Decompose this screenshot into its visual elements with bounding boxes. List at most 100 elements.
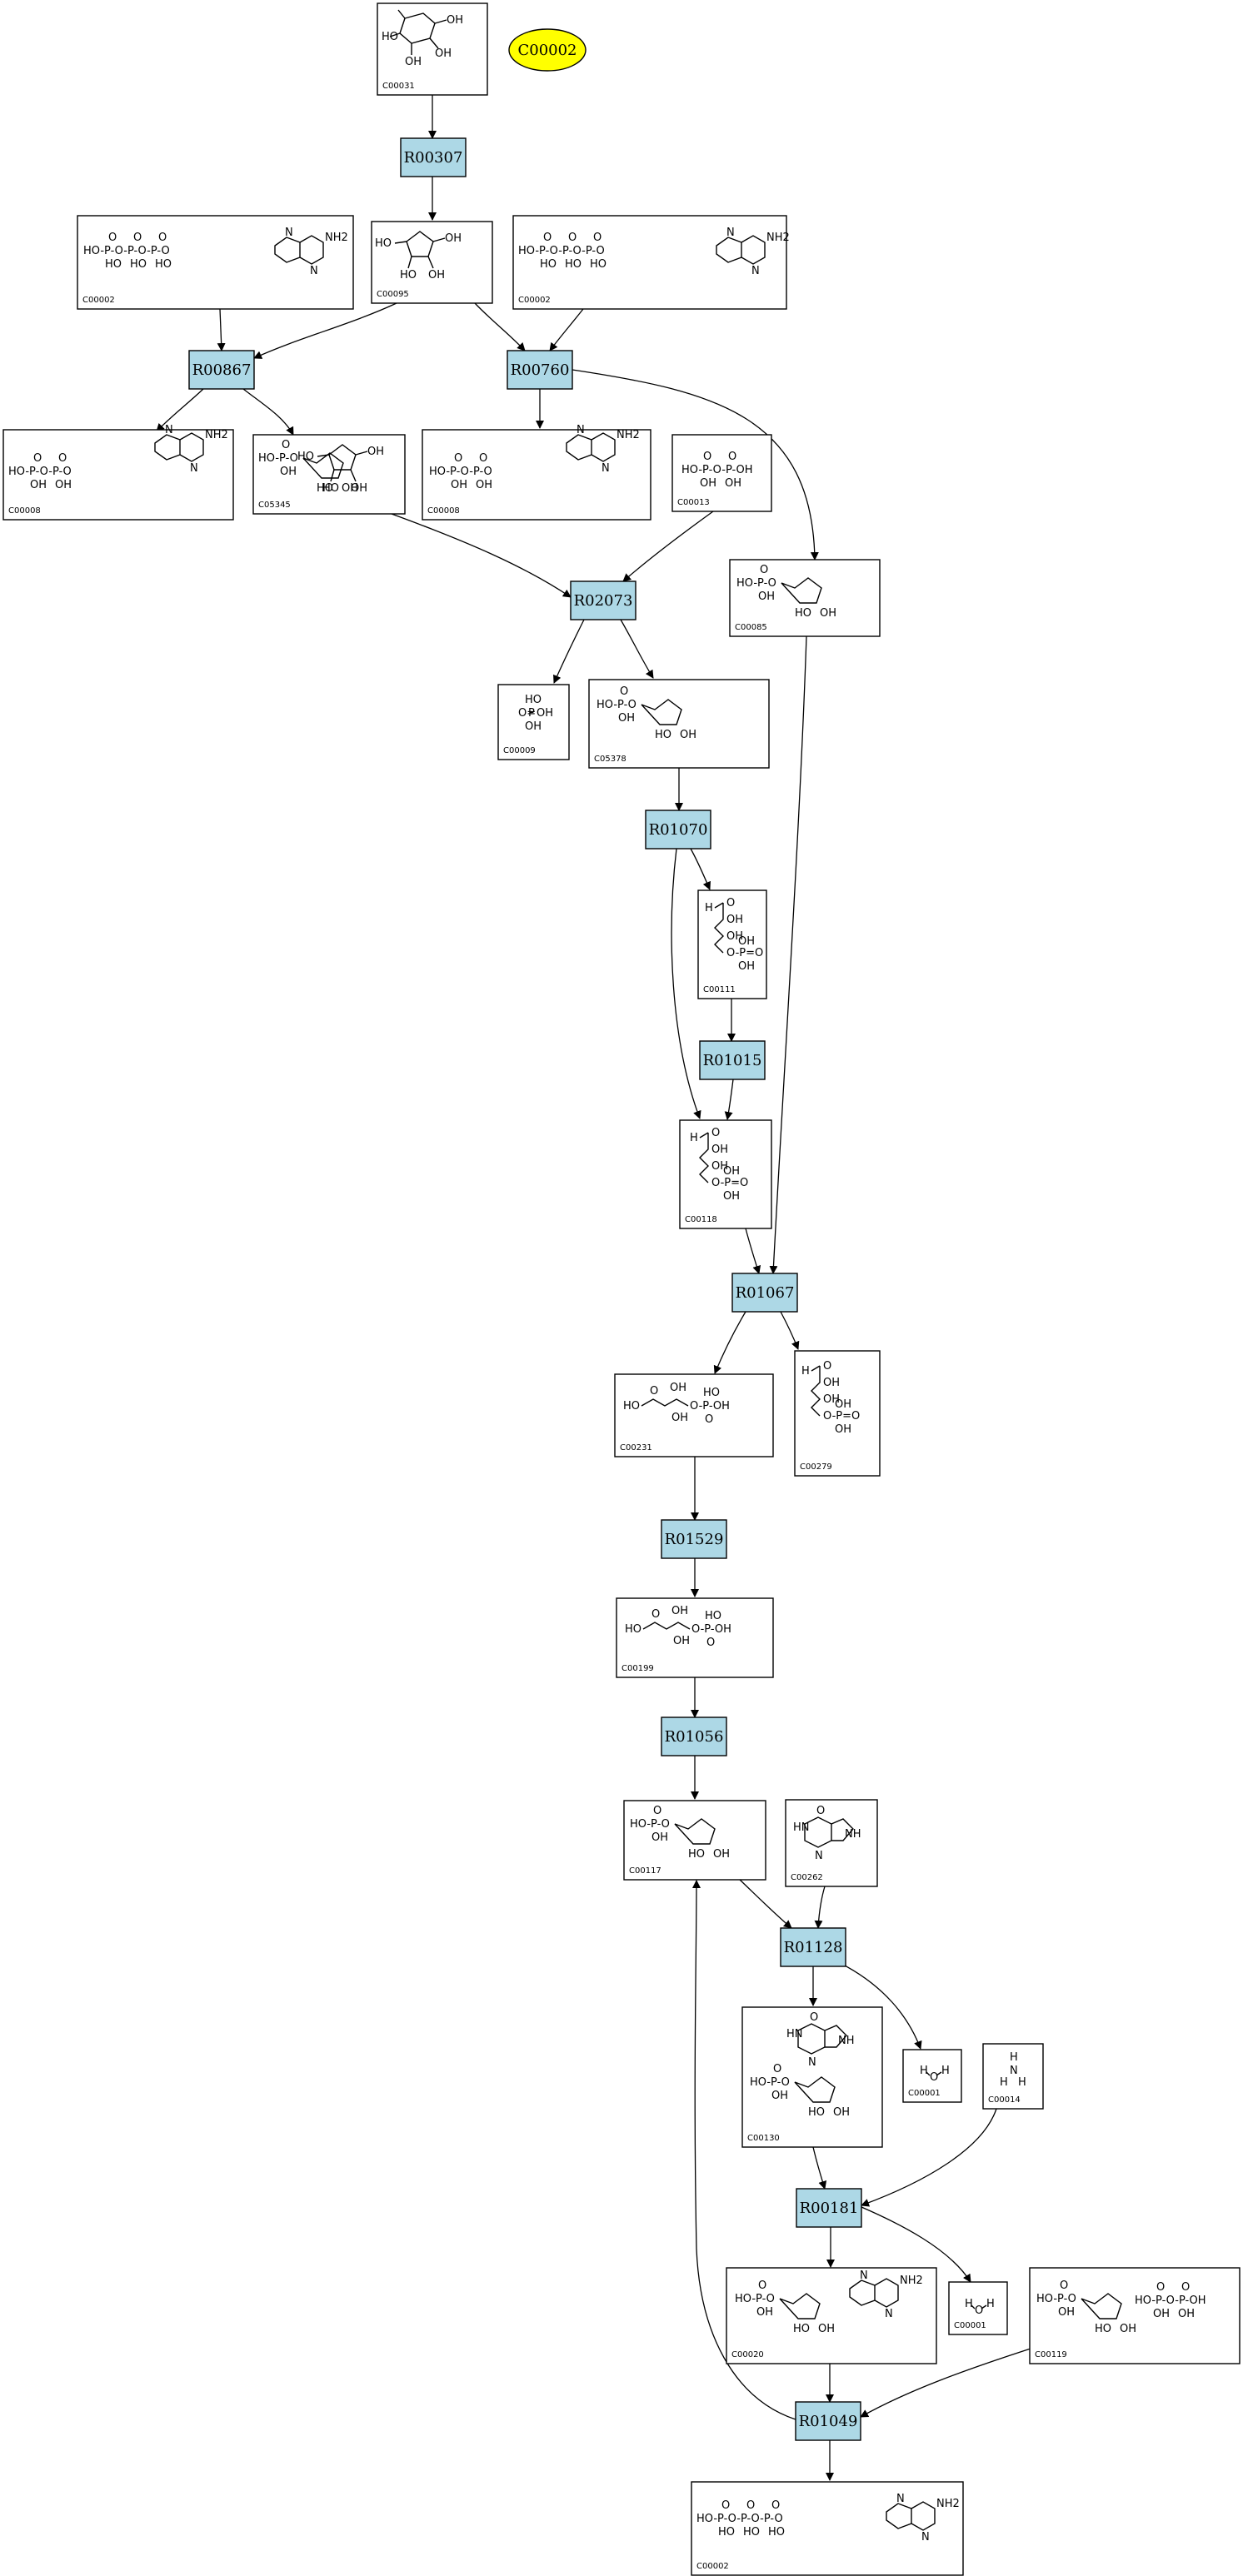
reaction-node[interactable]: R01049	[795, 2401, 861, 2441]
compound-node[interactable]: C00013	[671, 434, 772, 512]
reaction-node[interactable]: R01015	[699, 1040, 766, 1080]
reaction-node[interactable]: R00307	[400, 137, 467, 177]
reaction-box	[731, 1273, 798, 1313]
reaction-box	[507, 350, 573, 390]
edge-arrow	[780, 1311, 800, 1350]
edge-arrow	[549, 308, 584, 351]
compound-node[interactable]: C00031	[377, 2, 488, 96]
edge-arrow	[860, 2348, 1031, 2418]
edge-arrow	[474, 302, 526, 351]
edge-arrow	[620, 619, 654, 679]
edge-arrow	[769, 635, 807, 1274]
reaction-box	[661, 1717, 727, 1756]
compound-id: C00085	[735, 623, 767, 632]
compound-node[interactable]: C00231	[614, 1373, 774, 1457]
compound-box	[616, 1597, 774, 1678]
highlight-label: C00002	[517, 42, 577, 59]
compound-node[interactable]: C00262	[785, 1799, 878, 1887]
compound-node[interactable]: C05378	[588, 679, 770, 769]
compound-id: C00008	[8, 506, 41, 516]
reaction-label: R01067	[736, 1284, 795, 1302]
compound-node[interactable]: C00130	[741, 2006, 883, 2148]
compound-id: C00001	[954, 2321, 986, 2330]
highlight-marker[interactable]: C00002	[508, 28, 587, 72]
reaction-box	[661, 1519, 727, 1559]
reaction-node[interactable]: R01070	[645, 810, 711, 850]
edge-arrow	[253, 302, 397, 359]
edge-arrow	[861, 2108, 997, 2207]
reaction-box	[570, 580, 636, 620]
compound-box	[371, 221, 493, 304]
edge-arrow	[739, 1879, 792, 1929]
compound-node[interactable]: C00111	[697, 889, 767, 999]
compound-node[interactable]: C00008	[422, 423, 651, 521]
compound-id: C05378	[594, 755, 626, 764]
compound-node[interactable]: C00085	[729, 559, 881, 637]
compound-id: C00008	[427, 506, 460, 516]
reaction-label: R00867	[192, 361, 252, 379]
compound-id: C00119	[1035, 2350, 1067, 2359]
reaction-node[interactable]: R02073	[570, 580, 636, 620]
reaction-node[interactable]: R01128	[780, 1927, 846, 1967]
compound-box	[377, 2, 488, 96]
compound-id: C00002	[518, 296, 551, 305]
compound-id: C00014	[988, 2095, 1021, 2105]
edge-arrow	[814, 1886, 826, 1929]
reaction-label: R00307	[404, 149, 463, 167]
edge-arrow	[713, 1311, 746, 1374]
reaction-label: R01070	[649, 821, 708, 839]
reaction-node[interactable]: R00867	[188, 350, 255, 390]
compound-id: C00002	[82, 296, 115, 305]
compound-id: C00031	[382, 82, 415, 91]
reaction-box	[795, 2401, 861, 2441]
compound-box	[623, 1800, 766, 1881]
compound-node[interactable]: C00002	[77, 215, 354, 310]
compound-node[interactable]: C00001	[948, 2281, 1008, 2335]
edge-arrow	[691, 1880, 796, 2420]
reaction-node[interactable]: R00760	[507, 350, 573, 390]
highlight-ellipse	[508, 28, 587, 72]
compound-node[interactable]: C00008	[2, 423, 234, 521]
compound-box	[512, 215, 787, 310]
reaction-node[interactable]: R01529	[661, 1519, 727, 1559]
reaction-node[interactable]: R00181	[796, 2188, 862, 2228]
compound-node[interactable]: C00095	[371, 221, 493, 304]
compound-id: C00020	[731, 2350, 764, 2359]
edge-arrow	[553, 619, 585, 684]
compound-id: C00130	[747, 2134, 780, 2143]
compound-box	[77, 215, 354, 310]
compound-node[interactable]: C00117	[623, 1800, 766, 1881]
compound-box	[614, 1373, 774, 1457]
compound-node[interactable]: C00199	[616, 1597, 774, 1678]
reaction-label: R01529	[665, 1531, 724, 1548]
compound-node[interactable]: C00001	[902, 2049, 962, 2103]
reaction-node[interactable]: R01056	[661, 1717, 727, 1756]
edge-arrow	[622, 511, 714, 582]
edge-arrow	[572, 369, 819, 561]
reaction-box	[645, 810, 711, 850]
reaction-box	[188, 350, 255, 390]
compound-node[interactable]: C00009	[497, 684, 570, 760]
edge-arrow	[844, 1965, 922, 2050]
reaction-label: R00760	[511, 361, 570, 379]
compound-id: C00001	[908, 2089, 941, 2098]
compound-node[interactable]: C00002	[691, 2481, 964, 2576]
compound-node[interactable]: C00279	[794, 1350, 881, 1477]
compound-id: C00117	[629, 1866, 661, 1876]
compound-node[interactable]: C00020	[726, 2267, 937, 2364]
reaction-label: R01049	[799, 2413, 858, 2430]
reaction-box	[780, 1927, 846, 1967]
compound-node[interactable]: C05345	[252, 434, 406, 515]
edge-arrow	[242, 388, 294, 436]
compound-node[interactable]: C00014	[982, 2043, 1044, 2110]
reaction-node[interactable]: R01067	[731, 1273, 798, 1313]
edge-arrow	[745, 1228, 761, 1274]
edge-arrow	[812, 2146, 827, 2190]
compound-node[interactable]: C00002	[512, 215, 791, 310]
compound-node[interactable]: C00118	[679, 1119, 772, 1229]
edge-arrow	[217, 308, 226, 351]
compound-node[interactable]: C00119	[1029, 2267, 1241, 2364]
reaction-label: R00181	[800, 2200, 859, 2217]
